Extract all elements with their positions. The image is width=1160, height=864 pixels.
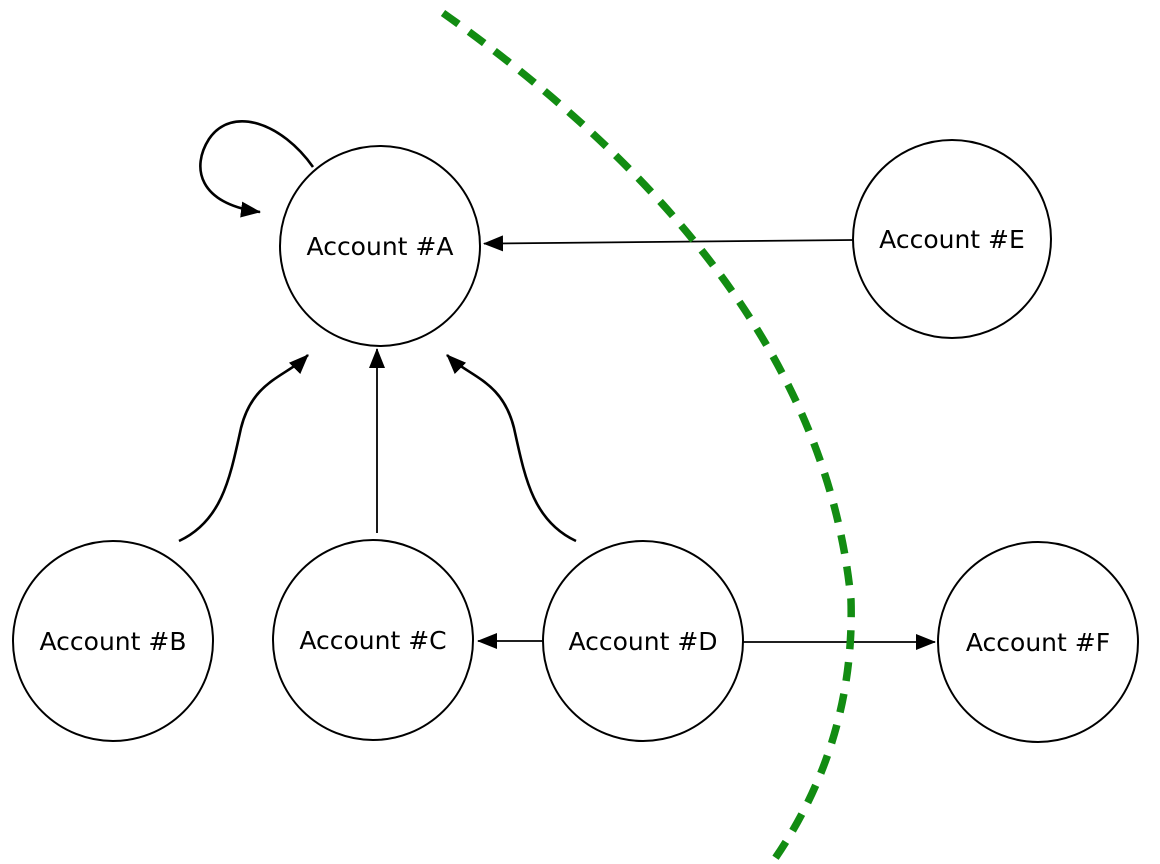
node-circle-account-f xyxy=(937,541,1139,743)
edge-b-to-a xyxy=(178,354,309,543)
node-account-b: Account #B xyxy=(12,540,214,742)
node-account-d: Account #D xyxy=(542,540,744,742)
node-circle-account-e xyxy=(852,139,1052,339)
node-circle-account-a xyxy=(279,145,481,347)
node-account-a: Account #A xyxy=(279,145,481,347)
divider-dashed-curve xyxy=(440,9,855,863)
node-account-e: Account #E xyxy=(852,139,1052,339)
node-label-account-a: Account #A xyxy=(307,232,454,261)
node-account-f: Account #F xyxy=(937,541,1139,743)
node-circle-account-b xyxy=(12,540,214,742)
node-label-account-e: Account #E xyxy=(879,225,1025,254)
node-circle-account-c xyxy=(272,539,474,741)
node-label-account-d: Account #D xyxy=(568,627,717,656)
edge-e-to-a xyxy=(483,235,854,252)
node-label-account-c: Account #C xyxy=(299,626,446,655)
edge-a-self-loop-icon xyxy=(199,120,315,218)
node-account-c: Account #C xyxy=(272,539,474,741)
edge-d-to-a xyxy=(446,354,577,543)
node-label-account-f: Account #F xyxy=(966,628,1110,657)
node-label-account-b: Account #B xyxy=(40,627,187,656)
node-circle-account-d xyxy=(542,540,744,742)
